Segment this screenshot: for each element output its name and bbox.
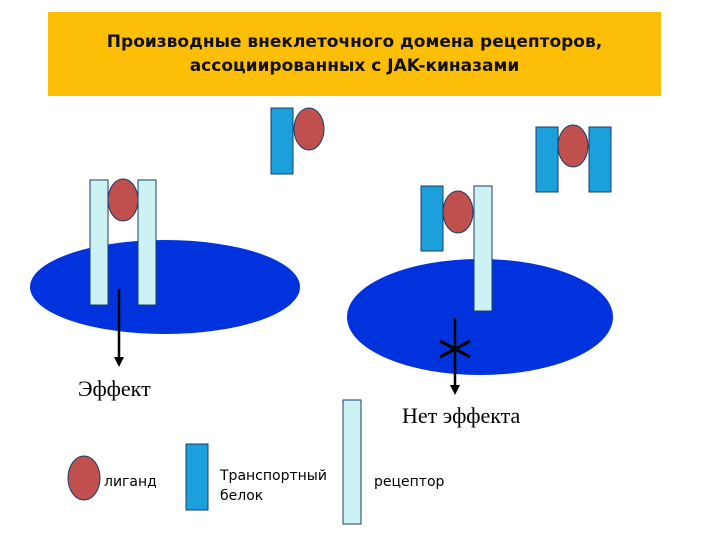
transport-protein-free-1 — [270, 107, 294, 175]
cell-right — [347, 259, 613, 375]
ligand-left — [107, 178, 139, 222]
ligand-free-1 — [293, 107, 325, 151]
cell-left — [30, 240, 300, 334]
legend-ligand-text: лиганд — [104, 474, 157, 490]
title-banner: Производные внеклеточного домена рецепто… — [48, 12, 661, 96]
no-effect-label: Нет эффекта — [402, 403, 521, 428]
legend-receptor-text: рецептор — [374, 474, 445, 490]
legend-receptor-label: рецептор — [374, 472, 444, 492]
legend-receptor-symbol — [342, 399, 362, 525]
cross-mark-b — [439, 339, 471, 359]
legend-transport-protein-line-2: белок — [220, 488, 264, 504]
legend-ligand-symbol — [67, 455, 101, 501]
legend-transport-protein-symbol — [185, 443, 209, 511]
ligand-free-2 — [557, 124, 589, 168]
transport-protein-free-2a — [535, 126, 559, 193]
legend-ligand-label: лиганд — [104, 472, 157, 492]
transport-protein-free-2b — [588, 126, 612, 193]
title-text: Производные внеклеточного домена рецепто… — [107, 30, 602, 78]
receptor-left-b — [137, 179, 157, 306]
transport-protein-right — [420, 185, 444, 252]
receptor-right — [473, 185, 493, 312]
title-line-2: ассоциированных с JAK-киназами — [189, 56, 520, 76]
legend-transport-protein-line-1: Транспортный — [220, 468, 327, 484]
receptor-left-a — [89, 179, 109, 306]
legend-transport-protein-label: Транспортный белок — [220, 466, 327, 506]
title-line-1: Производные внеклеточного домена рецепто… — [106, 32, 603, 52]
effect-label: Эффект — [78, 376, 151, 401]
ligand-right — [442, 190, 474, 234]
